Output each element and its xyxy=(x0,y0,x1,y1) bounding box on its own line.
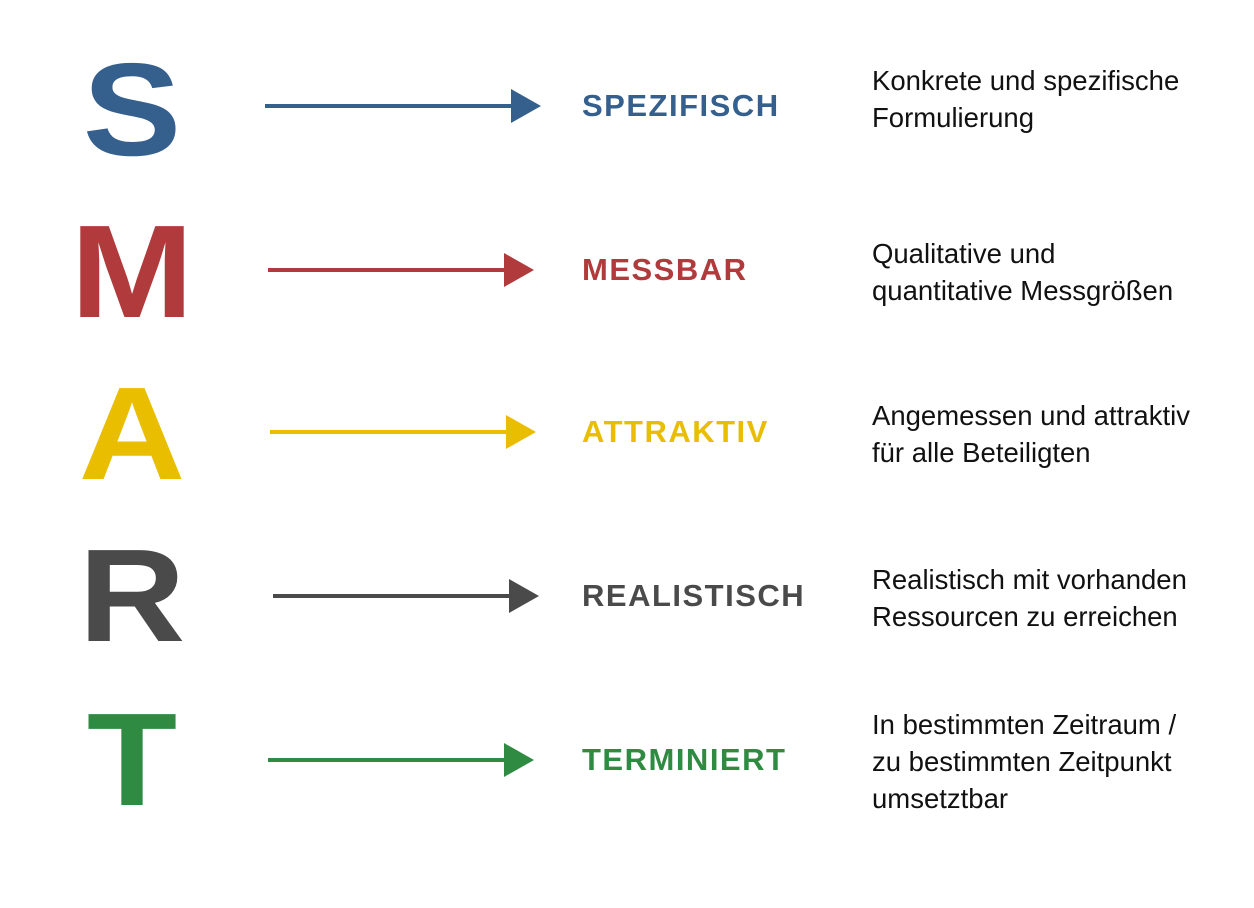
description-s: Konkrete und spezifische Formulierung xyxy=(872,62,1247,136)
keyword-realistisch: REALISTISCH xyxy=(582,578,806,613)
letter-s: S xyxy=(82,36,182,183)
description-t-line-1: In bestimmten Zeitraum / xyxy=(872,709,1177,740)
letter-a: A xyxy=(78,360,186,507)
description-m-line-1: Qualitative und xyxy=(872,238,1056,269)
description-s-line-2: Formulierung xyxy=(872,102,1035,133)
description-a: Angemessen und attraktiv für alle Beteil… xyxy=(872,397,1247,471)
description-r-line-2: Ressourcen zu erreichen xyxy=(872,601,1178,632)
arrow-r-icon xyxy=(273,579,539,613)
letter-r: R xyxy=(78,522,186,669)
description-a-line-1: Angemessen und attraktiv xyxy=(872,400,1190,431)
description-m-line-2: quantitative Messgrößen xyxy=(872,275,1174,306)
description-r-line-1: Realistisch mit vorhanden xyxy=(872,564,1187,595)
description-t-line-3: umsetztbar xyxy=(872,783,1009,814)
description-t: In bestimmten Zeitraum / zu bestimmten Z… xyxy=(872,706,1247,817)
arrow-a-icon xyxy=(270,415,536,449)
letter-t: T xyxy=(86,686,178,833)
description-r: Realistisch mit vorhanden Ressourcen zu … xyxy=(872,561,1247,635)
arrow-t-icon xyxy=(268,743,534,777)
keyword-terminiert: TERMINIERT xyxy=(582,742,787,777)
description-m: Qualitative und quantitative Messgrößen xyxy=(872,235,1247,309)
description-s-line-1: Konkrete und spezifische xyxy=(872,65,1180,96)
keyword-attraktiv: ATTRAKTIV xyxy=(582,414,769,449)
letter-m: M xyxy=(70,198,194,345)
arrow-s-icon xyxy=(265,89,541,123)
keyword-messbar: MESSBAR xyxy=(582,252,748,287)
keyword-spezifisch: SPEZIFISCH xyxy=(582,88,780,123)
description-a-line-2: für alle Beteiligten xyxy=(872,437,1091,468)
description-t-line-2: zu bestimmten Zeitpunkt xyxy=(872,746,1172,777)
arrow-m-icon xyxy=(268,253,534,287)
